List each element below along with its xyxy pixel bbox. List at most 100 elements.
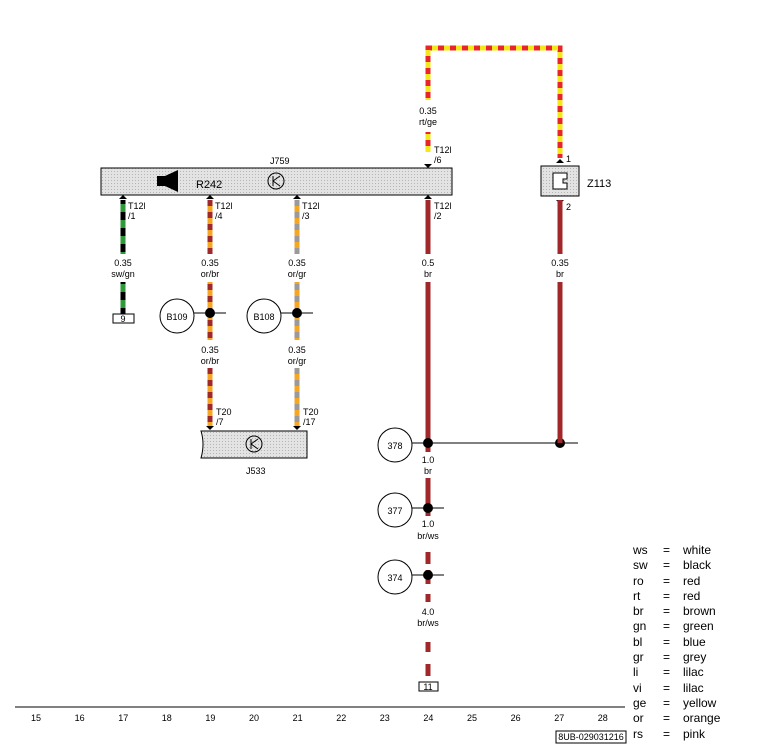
svg-text:B109: B109 xyxy=(166,312,187,322)
track-number: 17 xyxy=(118,713,128,723)
wire-orbr-bot-size: 0.35 xyxy=(201,345,219,355)
wire-orbr-top-size: 0.35 xyxy=(201,258,219,268)
wire-orgr-bot-size: 0.35 xyxy=(288,345,306,355)
track-number: 23 xyxy=(380,713,390,723)
legend-color-name: red xyxy=(683,588,701,603)
legend-equals: = xyxy=(663,558,671,573)
svg-text:br: br xyxy=(424,466,432,476)
j759-pin2-a: T12l xyxy=(434,201,452,211)
wire-rtge-size: 0.35 xyxy=(419,106,437,116)
track-number: 20 xyxy=(249,713,259,723)
legend-row: or=orange xyxy=(633,711,720,726)
z113-pin1: 1 xyxy=(566,154,571,164)
legend-abbr: gr xyxy=(633,650,644,665)
legend-equals: = xyxy=(663,711,671,726)
wire-swgn-color: sw/gn xyxy=(111,269,135,279)
svg-text:378: 378 xyxy=(387,441,402,451)
svg-text:374: 374 xyxy=(387,573,402,583)
j533-pin17-a: T20 xyxy=(303,407,319,417)
legend-equals: = xyxy=(663,634,671,649)
wire-rtge: 0.35 rt/ge xyxy=(418,45,563,158)
legend-abbr: gn xyxy=(633,619,647,634)
j759-pin6-b: /6 xyxy=(434,155,442,165)
ref-9: 9 xyxy=(120,314,125,324)
j759-pin1-a: T12l xyxy=(128,201,146,211)
j759-pin2-b: /2 xyxy=(434,211,442,221)
track-number: 15 xyxy=(31,713,41,723)
wire-br-track24: 0.5 br 1.0 br 1.0 br/ws 4.0 br/ws 11 xyxy=(413,200,445,692)
track-number: 24 xyxy=(423,713,433,723)
svg-text:0.35: 0.35 xyxy=(551,258,569,268)
z113-pin2: 2 xyxy=(566,202,571,212)
svg-text:br: br xyxy=(556,269,564,279)
legend-abbr: vi xyxy=(633,680,642,695)
pin-symbols xyxy=(119,159,564,430)
j533-pin17-b: /17 xyxy=(303,417,316,427)
legend-row: vi=lilac xyxy=(633,681,720,696)
svg-text:8UB-029031216: 8UB-029031216 xyxy=(558,732,624,742)
legend-abbr: sw xyxy=(633,558,648,573)
footer-code: 8UB-029031216 xyxy=(555,730,627,744)
wire-swgn-size: 0.35 xyxy=(114,258,132,268)
ground-378: 378 xyxy=(377,427,578,463)
wire-orgr-top-color: or/gr xyxy=(288,269,307,279)
legend-equals: = xyxy=(663,573,671,588)
legend-color-name: orange xyxy=(683,711,721,726)
connector-b108: B108 xyxy=(246,298,282,334)
track-number: 22 xyxy=(336,713,346,723)
legend-equals: = xyxy=(663,619,671,634)
legend-equals: = xyxy=(663,726,671,741)
wire-orbr-bot-color: or/br xyxy=(201,356,220,366)
track-number: 27 xyxy=(554,713,564,723)
svg-text:br: br xyxy=(424,269,432,279)
ground-374: 374 xyxy=(377,559,444,595)
legend-row: br=brown xyxy=(633,604,720,619)
speaker-icon xyxy=(157,170,178,192)
legend-equals: = xyxy=(663,665,671,680)
wire-orgr: 0.35 or/gr 0.35 or/gr xyxy=(281,200,314,426)
svg-text:4.0: 4.0 xyxy=(422,607,435,617)
legend-color-name: blue xyxy=(683,634,706,649)
legend-abbr: ge xyxy=(633,695,647,710)
transistor-icon xyxy=(267,172,285,190)
legend-equals: = xyxy=(663,695,671,710)
j759-pin4-a: T12l xyxy=(215,201,233,211)
legend-row: gn=green xyxy=(633,619,720,634)
legend-equals: = xyxy=(663,543,671,557)
legend-color-name: yellow xyxy=(683,695,717,710)
wire-orbr-top-color: or/br xyxy=(201,269,220,279)
j759-pin4-b: /4 xyxy=(215,211,223,221)
legend-color-name: grey xyxy=(683,650,707,665)
legend-equals: = xyxy=(663,588,671,603)
track-number: 21 xyxy=(293,713,303,723)
legend-color-name: white xyxy=(683,543,712,557)
z113-label: Z113 xyxy=(587,178,611,190)
legend-abbr: br xyxy=(633,604,644,619)
svg-text:1.0: 1.0 xyxy=(422,519,435,529)
legend-color-name: lilac xyxy=(683,665,704,680)
legend-abbr: ws xyxy=(633,543,648,557)
legend-row: li=lilac xyxy=(633,665,720,680)
track-number: 28 xyxy=(598,713,608,723)
legend-color-name: brown xyxy=(683,604,716,619)
svg-text:br/ws: br/ws xyxy=(417,618,439,628)
svg-text:B108: B108 xyxy=(253,312,274,322)
connector-b109: B109 xyxy=(159,298,195,334)
legend-row: ro=red xyxy=(633,574,720,589)
j759-label: J759 xyxy=(270,156,290,166)
j533-unit: T20 /7 T20 /17 J533 xyxy=(200,407,319,476)
legend-row: rt=red xyxy=(633,589,720,604)
legend-row: gr = grey xyxy=(633,650,720,665)
legend-color-name: black xyxy=(683,558,712,573)
wire-rtge-color: rt/ge xyxy=(419,117,437,127)
legend-row: rs=pink xyxy=(633,727,720,742)
ref-11: 11 xyxy=(423,682,432,692)
j759-unit: J759 R242 xyxy=(100,156,453,196)
legend-row: bl=blue xyxy=(633,635,720,650)
legend-equals: = xyxy=(663,680,671,695)
legend-equals: = xyxy=(663,650,671,665)
j759-pin6-a: T12l xyxy=(434,145,452,155)
legend-row: ws = white xyxy=(633,543,720,558)
